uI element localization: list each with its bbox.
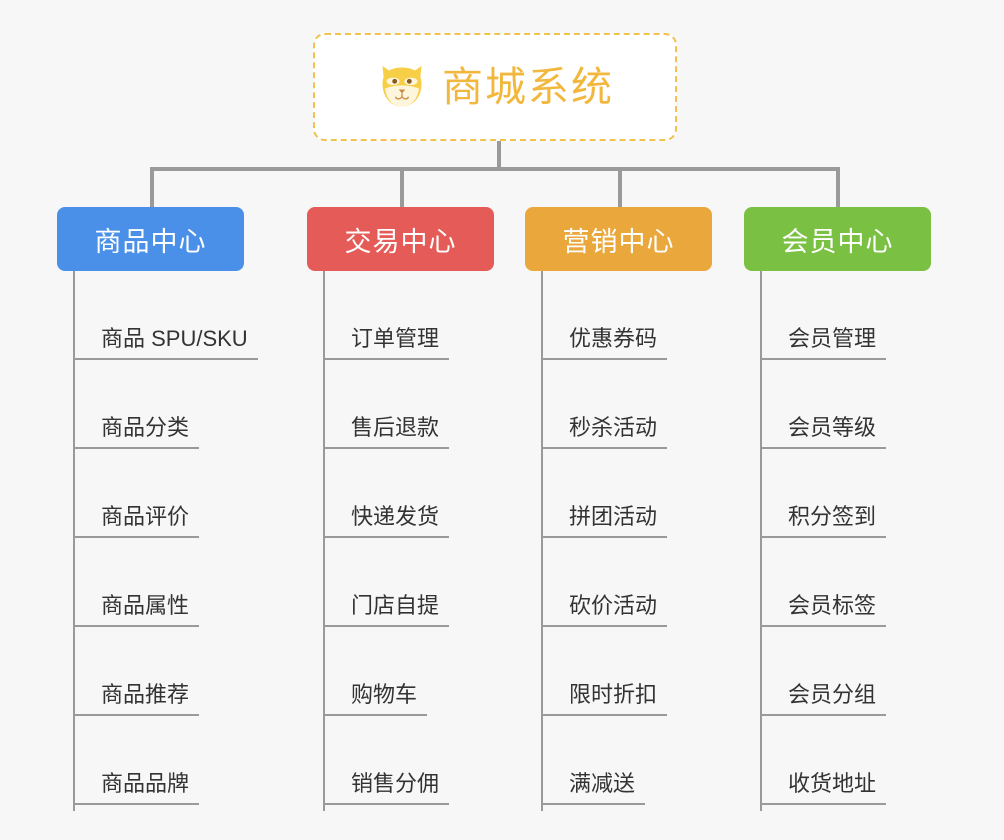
leaf-item-label: 会员分组 (760, 682, 887, 716)
connector-horizontal-bus (150, 167, 840, 171)
leaf-item[interactable]: 商品评价 (73, 449, 200, 538)
leaf-item-label: 订单管理 (323, 326, 450, 360)
leaf-item[interactable]: 商品推荐 (73, 627, 200, 716)
leaf-item-label: 商品推荐 (73, 682, 200, 716)
leaf-item-label: 砍价活动 (541, 593, 668, 627)
leaf-item-label: 商品属性 (73, 593, 200, 627)
leaf-item-label: 会员等级 (760, 415, 887, 449)
leaf-item-label: 限时折扣 (541, 682, 668, 716)
category-header-3-label: 营销中心 (562, 226, 675, 257)
connector-drop-4 (836, 167, 840, 207)
leaf-item-label: 商品评价 (73, 504, 200, 538)
leaf-item[interactable]: 快递发货 (323, 449, 450, 538)
leaf-item-label: 会员标签 (760, 593, 887, 627)
root-node-title: 商城系统 (442, 63, 614, 110)
shiba-dog-icon (382, 65, 422, 107)
category-header-1-label: 商品中心 (94, 226, 207, 257)
leaf-item-label: 商品分类 (73, 415, 200, 449)
leaf-item[interactable]: 满减送 (541, 716, 646, 805)
leaf-item-label: 购物车 (323, 682, 428, 716)
leaf-item-label: 售后退款 (323, 415, 450, 449)
leaf-item[interactable]: 会员标签 (760, 538, 887, 627)
leaf-item[interactable]: 积分签到 (760, 449, 887, 538)
leaf-item[interactable]: 商品分类 (73, 360, 200, 449)
leaf-item[interactable]: 售后退款 (323, 360, 450, 449)
leaf-item-label: 秒杀活动 (541, 415, 668, 449)
leaf-item[interactable]: 商品 SPU/SKU (73, 271, 258, 360)
leaf-spine-4 (760, 271, 762, 811)
leaf-item[interactable]: 订单管理 (323, 271, 450, 360)
leaf-item-label: 优惠券码 (541, 326, 668, 360)
category-header-2[interactable]: 交易中心 (307, 207, 494, 271)
leaf-item-label: 商品品牌 (73, 771, 200, 805)
leaf-item-label: 积分签到 (760, 504, 887, 538)
leaf-item[interactable]: 商品属性 (73, 538, 200, 627)
leaf-item[interactable]: 会员等级 (760, 360, 887, 449)
leaf-item[interactable]: 收货地址 (760, 716, 887, 805)
leaf-item-label: 满减送 (541, 771, 646, 805)
leaf-item-label: 商品 SPU/SKU (73, 326, 258, 360)
leaf-item[interactable]: 会员管理 (760, 271, 887, 360)
connector-drop-1 (150, 167, 154, 207)
category-header-4[interactable]: 会员中心 (744, 207, 931, 271)
leaf-item-label: 门店自提 (323, 593, 450, 627)
leaf-item[interactable]: 优惠券码 (541, 271, 668, 360)
leaf-spine-1 (73, 271, 75, 811)
leaf-item[interactable]: 拼团活动 (541, 449, 668, 538)
connector-root-stem (497, 141, 501, 169)
leaf-item-label: 会员管理 (760, 326, 887, 360)
leaf-item-label: 拼团活动 (541, 504, 668, 538)
connector-drop-3 (618, 167, 622, 207)
leaf-item[interactable]: 购物车 (323, 627, 428, 716)
leaf-item[interactable]: 门店自提 (323, 538, 450, 627)
leaf-item[interactable]: 砍价活动 (541, 538, 668, 627)
leaf-spine-2 (323, 271, 325, 811)
leaf-item-label: 快递发货 (323, 504, 450, 538)
category-header-2-label: 交易中心 (344, 226, 457, 257)
leaf-item-label: 销售分佣 (323, 771, 450, 805)
leaf-item[interactable]: 限时折扣 (541, 627, 668, 716)
leaf-item-label: 收货地址 (760, 771, 887, 805)
category-header-4-label: 会员中心 (781, 226, 894, 257)
leaf-item[interactable]: 会员分组 (760, 627, 887, 716)
root-node-mall-system[interactable]: 商城系统 (313, 33, 677, 141)
category-header-1[interactable]: 商品中心 (57, 207, 244, 271)
leaf-item[interactable]: 销售分佣 (323, 716, 450, 805)
leaf-item[interactable]: 商品品牌 (73, 716, 200, 805)
connector-drop-2 (400, 167, 404, 207)
category-header-3[interactable]: 营销中心 (525, 207, 712, 271)
leaf-spine-3 (541, 271, 543, 811)
leaf-item[interactable]: 秒杀活动 (541, 360, 668, 449)
